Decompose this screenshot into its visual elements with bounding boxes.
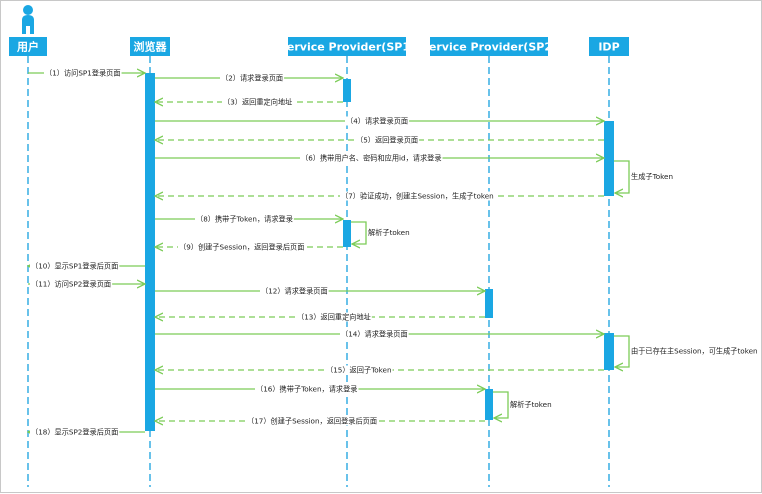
self-message-7 xyxy=(614,160,630,193)
participant-user-box xyxy=(9,37,47,56)
message-label-bg-9 xyxy=(195,214,294,224)
message-label-bg-16 xyxy=(340,329,409,339)
message-label-bg-1 xyxy=(44,68,122,78)
message-label-bg-3 xyxy=(222,97,294,107)
participant-sp1-label: Service Provider(SP1) xyxy=(279,41,415,54)
message-label-13: （11）访问SP2登录页面 xyxy=(31,280,111,289)
message-label-bg-8 xyxy=(340,191,495,201)
message-label-bg-18 xyxy=(325,365,393,375)
activation-idp-6 xyxy=(604,333,614,370)
message-label-1: （1）访问SP1登录页面 xyxy=(45,69,121,78)
participant-sp1-box xyxy=(288,37,406,56)
message-label-bg-22 xyxy=(30,427,120,437)
activation-sp1-2 xyxy=(343,220,351,247)
message-label-11: （9）创建子Session，返回登录后页面 xyxy=(179,243,304,252)
message-label-bg-19 xyxy=(255,384,359,394)
message-label-bg-21 xyxy=(246,416,379,426)
self-message-label-10: 解析子token xyxy=(368,228,410,237)
participant-sp2-box xyxy=(430,37,548,56)
person-icon xyxy=(22,5,34,34)
message-label-18: （15）返回子Token xyxy=(326,366,392,375)
message-label-21: （17）创建子Session，返回登录后页面 xyxy=(247,417,377,426)
participant-sp2-label: Service Provider(SP2) xyxy=(421,41,557,54)
message-label-6: （6）携带用户名、密码和应用id，请求登录 xyxy=(301,154,442,163)
participant-idp-box xyxy=(589,37,629,56)
activation-sp2-4 xyxy=(485,389,493,420)
activation-sp2-3 xyxy=(485,289,493,318)
message-label-12: （10）显示SP1登录后页面 xyxy=(31,262,118,271)
message-label-9: （8）携带子Token，请求登录 xyxy=(196,215,293,224)
participant-idp-label: IDP xyxy=(598,41,619,54)
participant-browser-box xyxy=(130,37,170,56)
message-label-bg-2 xyxy=(220,73,285,83)
message-label-3: （3）返回重定向地址 xyxy=(223,98,292,107)
message-label-bg-11 xyxy=(178,242,306,252)
participant-user-label: 用户 xyxy=(17,40,39,54)
message-label-14: （12）请求登录页面 xyxy=(261,287,328,296)
self-message-label-20: 解析子token xyxy=(510,400,552,409)
message-label-4: （4）请求登录页面 xyxy=(346,117,408,126)
self-message-17 xyxy=(614,335,630,367)
message-label-bg-15 xyxy=(296,312,372,322)
self-message-20 xyxy=(493,391,509,418)
message-label-bg-14 xyxy=(260,286,329,296)
self-message-10 xyxy=(351,221,367,244)
self-message-label-7: 生成子Token xyxy=(631,172,673,181)
message-label-5: （5）返回登录页面 xyxy=(356,136,418,145)
message-label-19: （16）携带子Token，请求登录 xyxy=(256,385,357,394)
self-message-label-17: 由于已存在主Session，可生成子token xyxy=(631,347,758,356)
message-label-2: （2）请求登录页面 xyxy=(221,74,283,83)
activation-sp1-1 xyxy=(343,79,351,102)
activation-idp-5 xyxy=(604,121,614,196)
activation-browser-0 xyxy=(145,73,155,431)
message-label-22: （18）显示SP2登录后页面 xyxy=(31,428,118,437)
message-label-15: （13）返回重定向地址 xyxy=(297,313,371,322)
message-label-bg-6 xyxy=(300,153,443,163)
message-label-bg-4 xyxy=(345,116,410,126)
message-label-bg-5 xyxy=(355,135,420,145)
message-label-bg-13 xyxy=(30,279,113,289)
message-label-8: （7）验证成功，创建主Session，生成子token xyxy=(341,192,494,201)
message-label-16: （14）请求登录页面 xyxy=(341,330,408,339)
message-label-bg-12 xyxy=(30,261,120,271)
participant-browser-label: 浏览器 xyxy=(134,40,168,54)
